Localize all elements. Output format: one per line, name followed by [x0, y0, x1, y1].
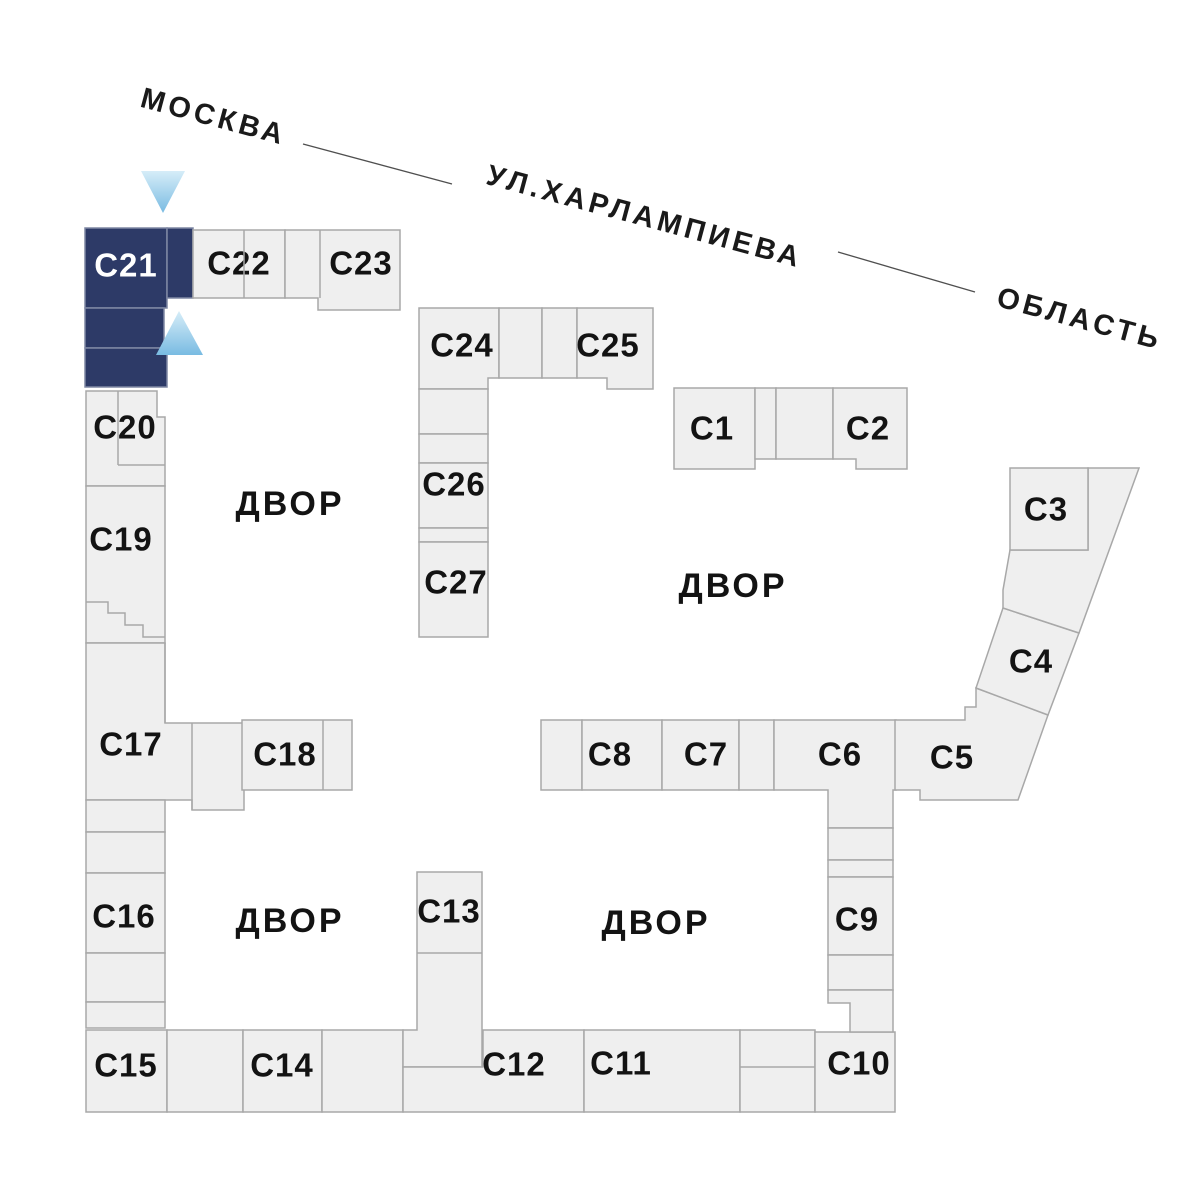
courtyard-label-3: ДВОР [235, 902, 344, 940]
building-label-c25: С25 [576, 327, 640, 364]
building-section-sec-c1-2 [775, 387, 834, 460]
building-label-c23: С23 [329, 245, 393, 282]
building-section-sec-col-2 [418, 433, 489, 464]
building-section-c21-part-4 [84, 347, 168, 388]
building-section-sec-left-4 [85, 1001, 166, 1029]
building-section-sec-left-3 [85, 952, 166, 1003]
building-label-c6: С6 [818, 736, 862, 773]
street-label-moskva: МОСКВА [137, 82, 290, 152]
arrow-down-icon [141, 171, 185, 213]
building-label-c12: С12 [482, 1046, 546, 1083]
building-c23[interactable] [284, 229, 401, 311]
building-section-sec-c9-3 [827, 954, 894, 991]
detail-line-c19-stairs [86, 601, 165, 638]
building-section-sec-bottom-3 [739, 1029, 816, 1113]
building-c18[interactable] [241, 719, 353, 791]
building-label-c17: С17 [99, 726, 163, 763]
building-label-c8: С8 [588, 736, 632, 773]
building-section-sec-left-1 [85, 799, 166, 833]
building-label-c2: С2 [846, 410, 890, 447]
building-label-c3: С3 [1024, 491, 1068, 528]
building-section-sec-c9-1 [827, 827, 894, 861]
building-label-c22: С22 [207, 245, 271, 282]
building-label-c13: С13 [417, 893, 481, 930]
building-c27[interactable] [418, 541, 489, 638]
building-section-sec-bottom-1 [166, 1029, 244, 1113]
courtyard-label-2: ДВОР [678, 567, 787, 605]
building-section-c21-part-2 [166, 227, 194, 299]
building-section-sec-mid-row-2 [738, 719, 775, 791]
street-label-ul-harlampieva: УЛ.ХАРЛАМПИЕВА [483, 159, 806, 274]
building-section-sec-col-3 [418, 527, 489, 543]
building-label-c19: С19 [89, 521, 153, 558]
building-section-sec-c1-1 [754, 387, 777, 460]
building-label-c7: С7 [684, 736, 728, 773]
building-section-c21-part-3 [84, 307, 165, 349]
building-section-sec-c9-4 [827, 989, 894, 1033]
building-label-c26: С26 [422, 466, 486, 503]
courtyard-label-1: ДВОР [235, 485, 344, 523]
building-label-c4: С4 [1009, 643, 1053, 680]
building-label-c27: С27 [424, 564, 488, 601]
building-label-c16: С16 [92, 898, 156, 935]
building-section-sec-c9-2 [827, 859, 894, 878]
building-section-sec-mid-row-1 [540, 719, 583, 791]
building-c21[interactable] [84, 227, 168, 309]
building-c1[interactable] [673, 387, 756, 470]
building-section-sec-top-1 [498, 307, 543, 379]
building-section-sec-col-1 [418, 388, 489, 435]
street-line-2 [837, 251, 976, 293]
courtyard-label-4: ДВОР [601, 904, 710, 942]
building-section-sec-top-2 [541, 307, 578, 379]
building-label-c20: С20 [93, 409, 157, 446]
building-label-c14: С14 [250, 1047, 314, 1084]
building-section-sec-left-2 [85, 831, 166, 874]
building-label-c10: С10 [827, 1045, 891, 1082]
building-label-c1: С1 [690, 410, 734, 447]
building-section-sec-bottom-2 [321, 1029, 404, 1113]
building-label-c15: С15 [94, 1047, 158, 1084]
building-c2[interactable] [832, 387, 908, 470]
building-c25[interactable] [576, 307, 654, 390]
building-label-c24: С24 [430, 327, 494, 364]
arrow-up-icon [156, 311, 203, 355]
building-label-c18: С18 [253, 736, 317, 773]
street-line-1 [302, 143, 453, 185]
building-c3[interactable] [1009, 467, 1089, 551]
street-label-oblast: ОБЛАСТЬ [993, 282, 1166, 357]
building-label-c9: С9 [835, 901, 879, 938]
building-label-c5: С5 [930, 739, 974, 776]
building-label-c11: С11 [590, 1045, 652, 1082]
building-label-c21: С21 [94, 247, 158, 284]
